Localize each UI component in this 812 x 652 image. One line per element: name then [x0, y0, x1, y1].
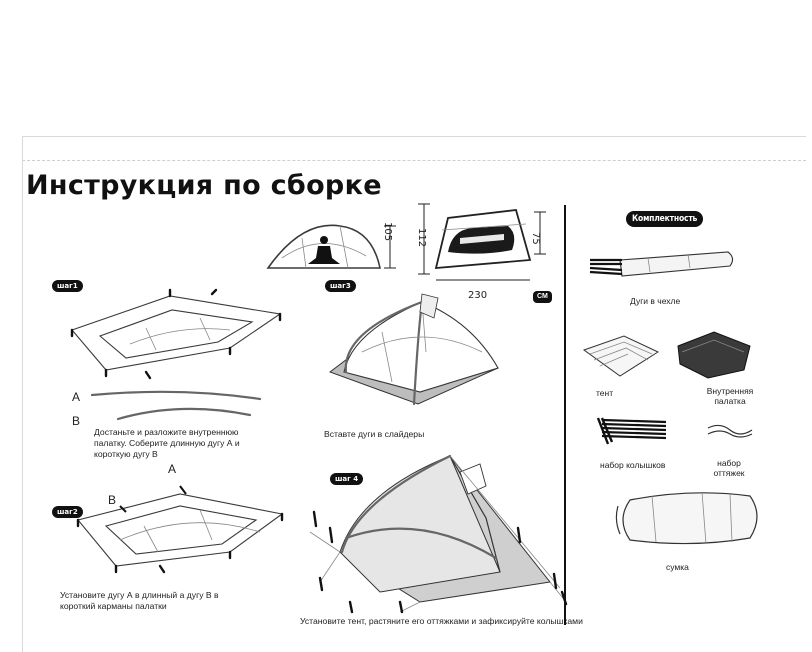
- dashed-separator: [22, 160, 806, 161]
- length-label: 230: [468, 290, 488, 301]
- height-small-label: 105: [382, 222, 393, 242]
- page-title: Инструкция по сборке: [26, 170, 382, 201]
- rainfly-icon: [582, 335, 660, 377]
- kit-item-guylines-label: набор оттяжек: [713, 458, 745, 478]
- step3-caption: Вставте дуги в слайдеры: [324, 429, 425, 439]
- poles-in-bag-icon: [589, 251, 734, 277]
- pole-a: [90, 390, 262, 401]
- person-icon: [320, 236, 328, 244]
- guyline-set-icon: [707, 424, 753, 438]
- unit-badge: CM: [533, 291, 552, 303]
- step4-illustration: [309, 454, 568, 614]
- kit-item-bag-label: сумка: [666, 562, 689, 572]
- peg-set-icon: [596, 417, 667, 445]
- kit-item-rainfly-label: тент: [596, 388, 614, 398]
- step2-pole-b-label: B: [108, 493, 117, 507]
- step2-illustration: [76, 485, 284, 574]
- step4-caption: Установите тент, растяните его оттяжками…: [300, 616, 583, 626]
- kit-item-inner-tent-label: Внутренняя палатка: [706, 386, 754, 406]
- tent-top-view-illustration: [418, 203, 546, 281]
- step1-badge: шаг1: [52, 280, 83, 292]
- step1-illustration: [70, 288, 282, 380]
- step3-badge: шаг3: [325, 280, 356, 292]
- step2-badge: шаг2: [52, 506, 83, 518]
- left-border: [22, 136, 23, 652]
- column-divider: [564, 205, 566, 625]
- top-border: [22, 136, 806, 137]
- step2-caption: Установите дугу А в длинный а дугу В в к…: [60, 590, 219, 611]
- poles-illustration: [90, 390, 262, 421]
- step3-illustration: [328, 293, 499, 406]
- kit-title-badge: Комплектность: [626, 211, 704, 227]
- step4-badge: шаг 4: [330, 473, 364, 485]
- kit-item-pegs-label: набор колышков: [600, 460, 666, 470]
- inner-tent-icon: [677, 331, 751, 379]
- pole-b-label: B: [72, 414, 81, 428]
- step1-caption: Достаньте и разложите внутреннюю палатку…: [94, 427, 240, 459]
- height-large-label: 112: [416, 228, 427, 248]
- pole-b: [116, 407, 252, 421]
- dome-tent-height-illustration: [266, 224, 396, 269]
- pole-a-label: A: [72, 390, 81, 404]
- kit-item-poles-label: Дуги в чехле: [630, 296, 681, 306]
- width-front-label: 75: [530, 232, 541, 245]
- carry-bag-icon: [615, 491, 758, 545]
- step2-pole-a-label: A: [168, 462, 177, 476]
